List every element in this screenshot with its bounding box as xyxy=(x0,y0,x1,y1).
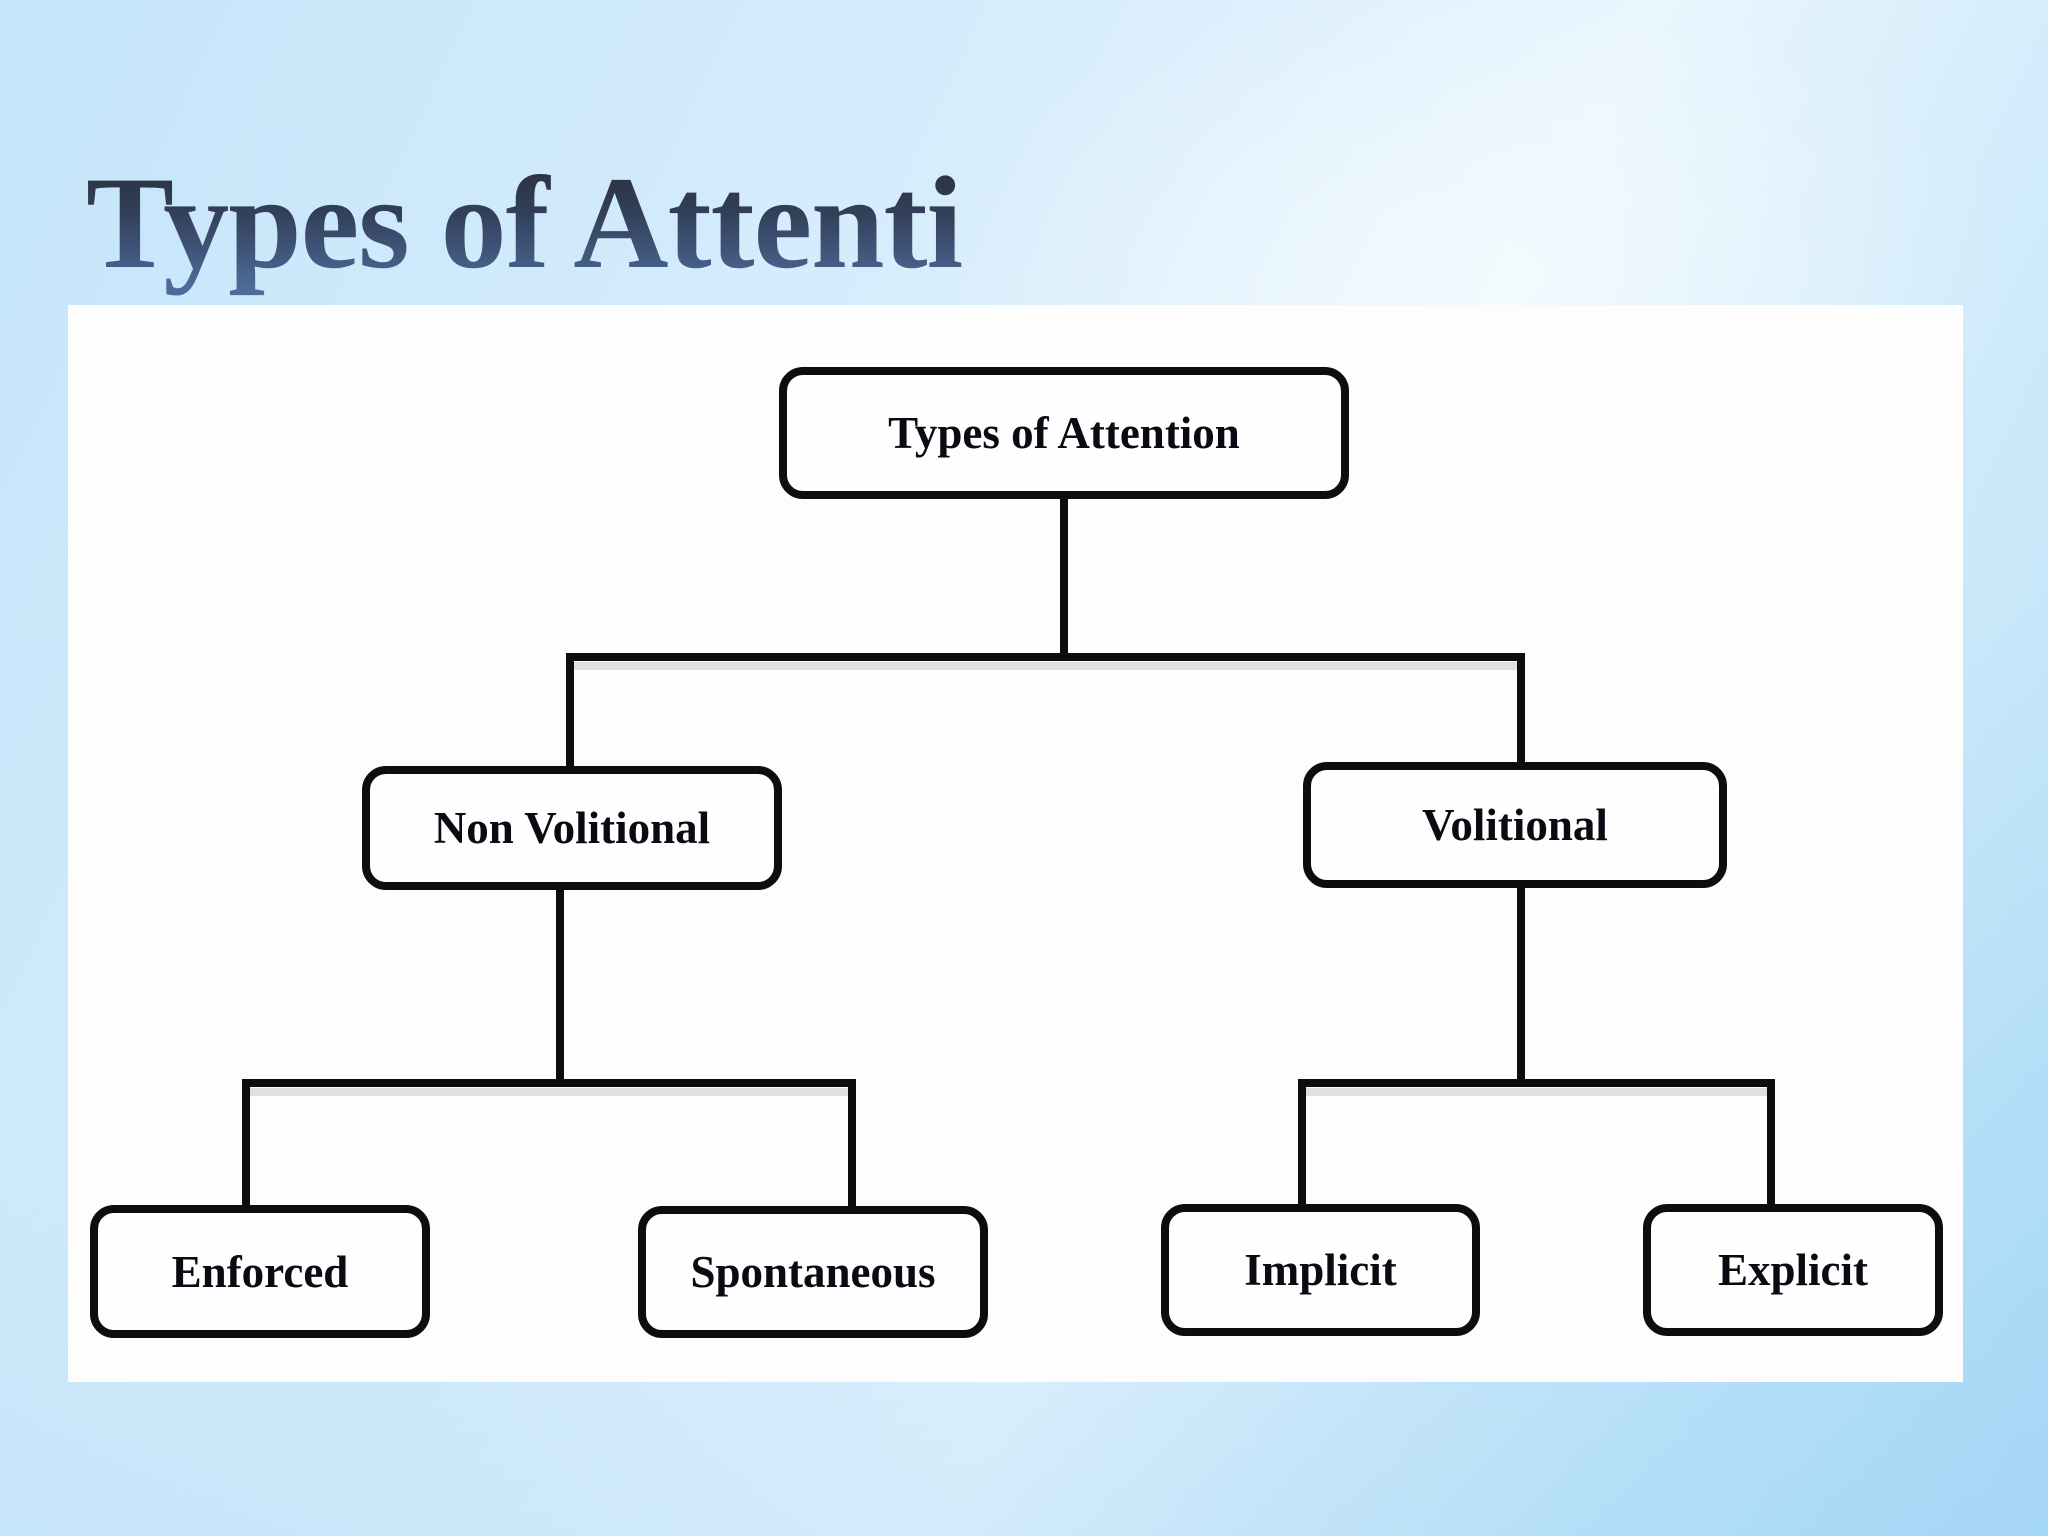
connector-to-implicit xyxy=(1298,1079,1306,1210)
connector-to-spontaneous xyxy=(848,1079,856,1212)
node-non-volitional: Non Volitional xyxy=(362,766,782,890)
connector-to-non-volitional xyxy=(566,653,574,773)
node-explicit: Explicit xyxy=(1643,1204,1943,1336)
connector-root-crossbar xyxy=(566,653,1525,661)
node-types-of-attention-label: Types of Attention xyxy=(888,408,1240,458)
connector-non-volitional-crossbar xyxy=(242,1079,856,1087)
connector-to-enforced xyxy=(242,1079,250,1211)
node-explicit-label: Explicit xyxy=(1717,1245,1868,1295)
node-non-volitional-label: Non Volitional xyxy=(433,803,711,853)
node-implicit-label: Implicit xyxy=(1244,1245,1397,1295)
node-spontaneous-label: Spontaneous xyxy=(690,1247,936,1297)
slide-title: Types of Attenti xyxy=(86,140,963,305)
connector-to-volitional xyxy=(1517,653,1525,769)
node-volitional: Volitional xyxy=(1303,762,1727,888)
node-enforced-label: Enforced xyxy=(171,1246,349,1297)
node-enforced: Enforced xyxy=(90,1205,430,1338)
connector-to-explicit xyxy=(1767,1079,1775,1210)
node-spontaneous: Spontaneous xyxy=(638,1206,988,1338)
node-volitional-label: Volitional xyxy=(1422,800,1608,850)
connector-volitional-stem xyxy=(1517,884,1525,1086)
node-types-of-attention: Types of Attention xyxy=(779,367,1349,499)
connector-non-volitional-stem xyxy=(556,886,564,1086)
connector-volitional-crossbar xyxy=(1298,1079,1775,1087)
connector-root-stem xyxy=(1060,498,1068,660)
node-implicit: Implicit xyxy=(1161,1204,1480,1336)
